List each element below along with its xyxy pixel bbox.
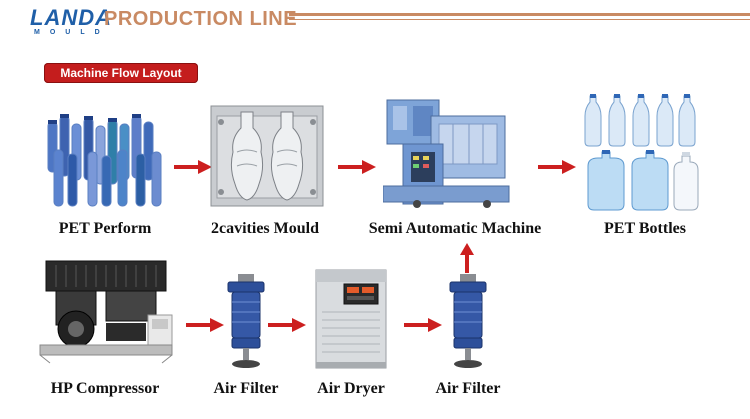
air-filter-1-node [224,274,268,370]
preform-tubes-icon [47,114,162,207]
air-filter-2-label: Air Filter [435,380,501,397]
landa-logo: LANDA MOULD [30,5,111,36]
air-filter-2-node [446,274,490,370]
air-dryer-label: Air Dryer [317,380,385,397]
cavities-mould-label: 2cavities Mould [211,220,319,237]
pet-perform-label: PET Perform [58,220,152,237]
air-filter-icon [227,274,265,368]
bottles-icon [584,94,699,211]
air-dryer-icon [315,269,387,369]
logo-sub-text: MOULD [34,29,110,36]
hp-compressor-label: HP Compressor [50,380,160,397]
semi-machine-label: Semi Automatic Machine [368,220,542,237]
flow-arrow-right [338,160,376,174]
compressor-icon [39,260,173,364]
flow-arrow-right [186,318,224,332]
air-dryer-node [314,268,388,372]
header: LANDA MOULD PRODUCTION LINE [0,0,750,40]
pet-bottles-label: PET Bottles [604,220,686,237]
air-filter-1-label: Air Filter [213,380,279,397]
mould-icon [210,105,324,207]
blow-moulding-machine-icon [382,99,510,208]
cavities-mould-node [207,102,327,210]
semi-machine-node [382,98,523,214]
hp-compressor-node [36,257,176,365]
page-title: PRODUCTION LINE [104,8,298,30]
pet-perform-node [40,110,170,210]
flow-arrow-right [268,318,306,332]
flow-arrow-up [460,243,474,273]
pet-bottles-node [582,94,704,212]
flow-layout-badge: Machine Flow Layout [44,63,198,83]
air-filter-icon [449,274,487,368]
logo-main-text: LANDA [30,5,112,30]
flow-arrow-right [538,160,576,174]
flow-arrow-right [404,318,442,332]
flow-arrow-right [174,160,212,174]
header-divider [289,13,750,25]
